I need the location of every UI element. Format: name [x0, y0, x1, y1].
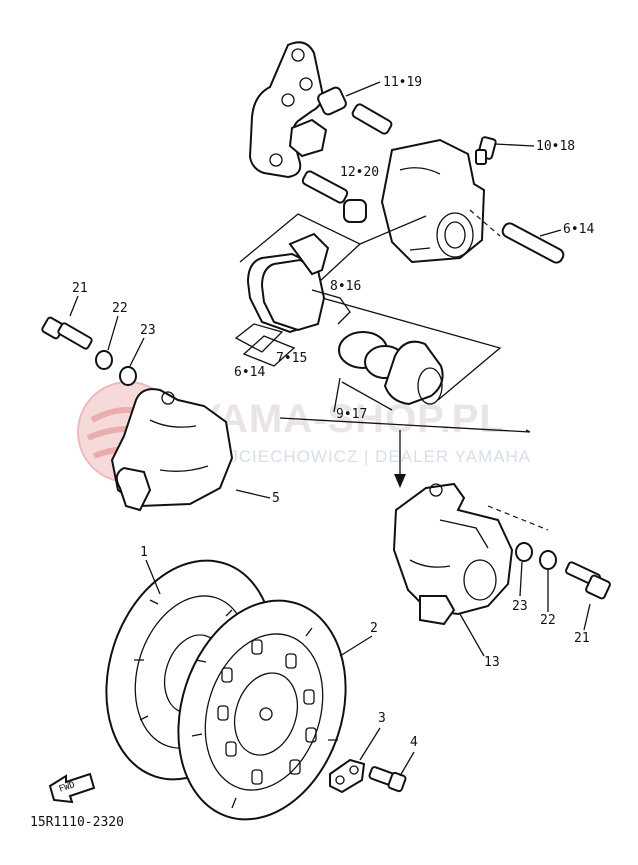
watermark-title: YAMA-SHOP.PL: [195, 397, 505, 441]
slide-pin: [301, 170, 367, 223]
label-7-15: 7•15: [276, 351, 307, 366]
brake-disc-2: [177, 599, 347, 821]
label-4: 4: [410, 735, 418, 750]
label-8-16: 8•16: [330, 279, 361, 294]
label-3: 3: [378, 711, 386, 726]
label-9-17: 9•17: [336, 407, 367, 422]
label-2: 2: [370, 621, 378, 636]
watermark-subtitle: WOJCIECHOWICZ | DEALER YAMAHA: [198, 447, 531, 466]
slide-pin-bush: [317, 86, 393, 135]
bleed-screw: [475, 136, 497, 165]
label-6-14-b: 6•14: [234, 365, 265, 380]
label-11-19: 11•19: [383, 75, 422, 90]
label-5: 5: [272, 491, 280, 506]
brake-pads: [246, 232, 351, 334]
drawing-code: 15R1110-2320: [30, 815, 124, 830]
label-6-14-a: 6•14: [563, 222, 594, 237]
label-21-b: 21: [574, 631, 590, 646]
fwd-label: FWD: [58, 780, 77, 795]
label-13: 13: [484, 655, 500, 670]
label-23-b: 23: [512, 599, 528, 614]
bolt-4: [368, 766, 407, 793]
label-22-a: 22: [112, 301, 128, 316]
bolt-21-left: [41, 316, 93, 350]
pad-clip: [288, 118, 328, 158]
caliper-assembly-lower: [392, 482, 514, 626]
label-22-b: 22: [540, 613, 556, 628]
washer-22-left: [95, 350, 113, 370]
caliper-bracket-upper: [248, 41, 324, 179]
washer-22-right: [539, 550, 557, 570]
pad-pin: [501, 222, 565, 264]
washer-23-right: [515, 542, 533, 562]
bolt-21-right: [565, 561, 611, 600]
piston-seal-kit: [338, 331, 444, 406]
label-1: 1: [140, 545, 148, 560]
lock-washer-3: [329, 758, 366, 794]
label-21-a: 21: [72, 281, 88, 296]
caliper-bracket-lower: [110, 388, 234, 512]
caliper-body-upper: [380, 138, 486, 264]
washer-23-left: [119, 366, 137, 386]
label-23-a: 23: [140, 323, 156, 338]
forward-arrow-icon: FWD: [48, 772, 96, 804]
label-10-18: 10•18: [536, 139, 575, 154]
label-12-20: 12•20: [340, 165, 379, 180]
